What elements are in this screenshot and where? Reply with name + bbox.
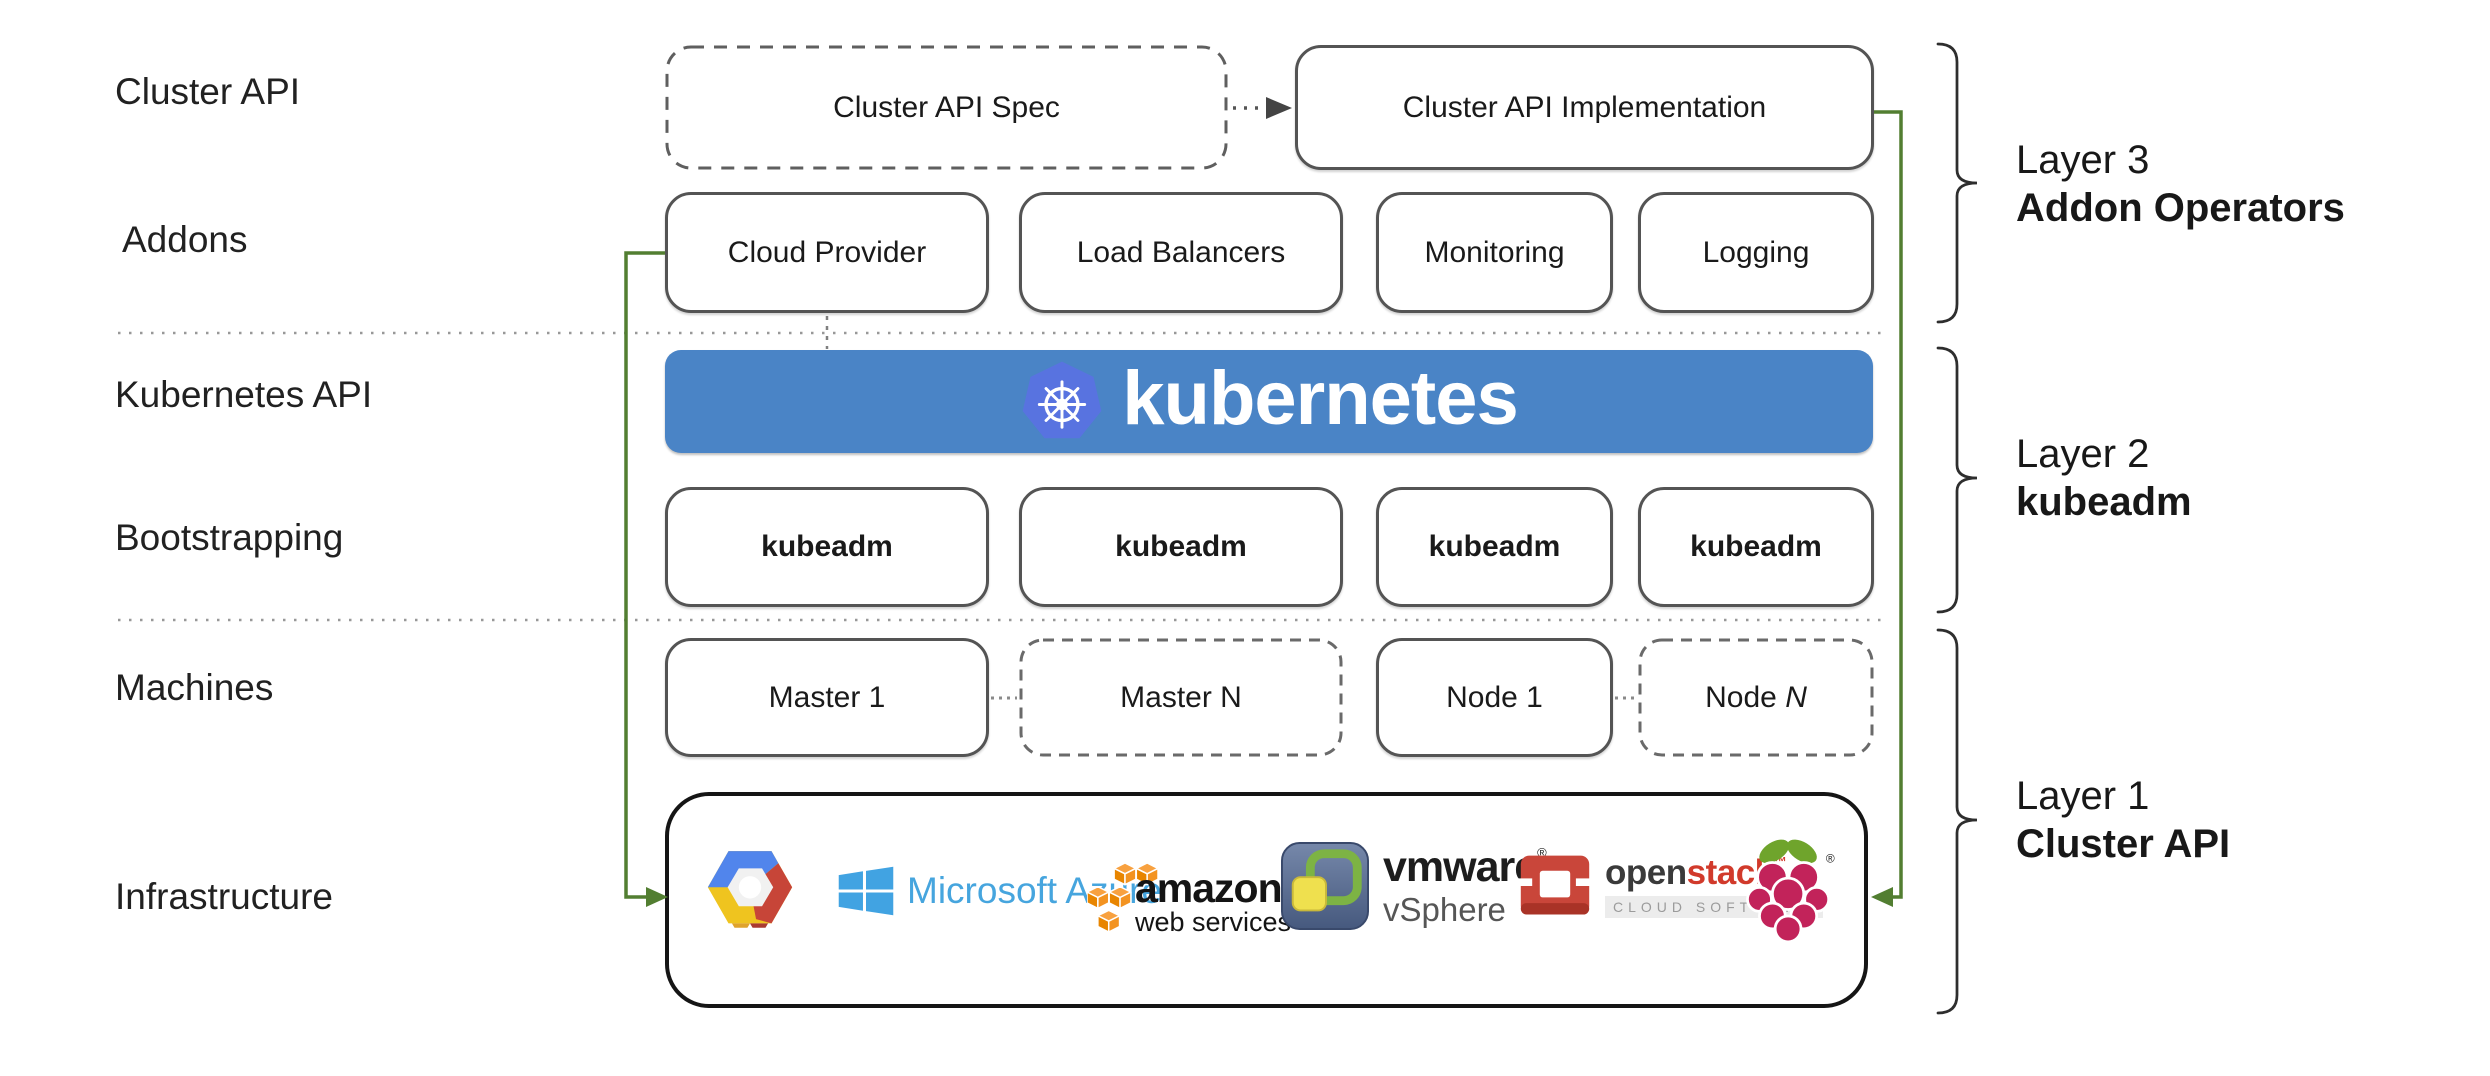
addon-label: Cloud Provider — [727, 235, 927, 269]
gcp-logo — [707, 840, 793, 938]
addon-box-cloud-provider: Cloud Provider — [665, 192, 989, 313]
addon-box-monitoring: Monitoring — [1376, 192, 1613, 313]
raspberry-pi-icon: ® — [1746, 839, 1835, 944]
machine-box-node-1: Node 1 — [1376, 638, 1613, 757]
layer-3-bracket — [1936, 42, 1978, 324]
row-label-bootstrapping: Bootstrapping — [115, 517, 344, 558]
layer-3-line1: Layer 3 — [2016, 138, 2150, 182]
layer-1-label: Layer 1 Cluster API — [2016, 772, 2230, 868]
aws-logo: amazon web services — [1087, 860, 1291, 936]
rpi-reg: ® — [1826, 851, 1835, 865]
green-connector-right — [1874, 110, 1903, 899]
kubernetes-banner: kubernetes — [665, 350, 1873, 453]
kubeadm-box-1: kubeadm — [665, 487, 989, 607]
addon-box-load-balancers: Load Balancers — [1019, 192, 1343, 313]
vmware-reg: ® — [1537, 845, 1547, 860]
node-n-prefix: Node — [1705, 680, 1786, 714]
vmware-label: vmware — [1383, 843, 1538, 891]
green-arrowhead-right — [1871, 887, 1893, 907]
green-connector-left — [624, 251, 665, 899]
layer-3-label: Layer 3 Addon Operators — [2016, 136, 2345, 232]
azure-flag-icon — [838, 866, 894, 916]
kubeadm-label: kubeadm — [1115, 530, 1247, 563]
vmware-vsphere-icon — [1281, 842, 1369, 930]
row-label-cluster-api: Cluster API — [115, 71, 301, 112]
node-n-letter: N — [1785, 680, 1807, 714]
layer-2-line1: Layer 2 — [2016, 432, 2150, 476]
vmware-sub-label: vSphere — [1383, 891, 1506, 928]
kubeadm-box-4: kubeadm — [1638, 487, 1874, 607]
layer-2-label: Layer 2 kubeadm — [2016, 430, 2192, 526]
raspberry-pi-logo: ® — [1741, 830, 1837, 954]
gcp-icon — [707, 851, 793, 928]
openstack-logo: openstack™ CLOUD SOFTWARE — [1517, 848, 1823, 924]
row-label-kubernetes-api: Kubernetes API — [115, 374, 373, 415]
layer-2-line2: kubeadm — [2016, 480, 2192, 524]
cluster-api-implementation-label: Cluster API Implementation — [1402, 90, 1767, 124]
amazon-sub-label: web services — [1135, 906, 1292, 937]
addon-label: Logging — [1702, 235, 1810, 269]
kubernetes-logo-icon — [1022, 361, 1102, 438]
machine-label: Master N — [1120, 680, 1242, 714]
cluster-api-spec-label: Cluster API Spec — [833, 90, 1060, 124]
amazon-label: amazon — [1135, 865, 1283, 911]
cluster-api-spec-box: Cluster API Spec — [665, 45, 1228, 170]
addon-box-logging: Logging — [1638, 192, 1874, 313]
addon-label: Load Balancers — [1076, 235, 1286, 269]
layer-1-line1: Layer 1 — [2016, 774, 2150, 818]
row-label-infrastructure: Infrastructure — [115, 876, 333, 917]
dashed-border — [1638, 638, 1874, 757]
machine-box-master-n: Master N — [1019, 638, 1343, 757]
layer-1-line2: Cluster API — [2016, 822, 2231, 866]
dashed-border — [665, 45, 1228, 170]
machine-label: Node 1 — [1446, 680, 1543, 714]
infrastructure-box: Microsoft Azure amazon web services — [665, 792, 1868, 1008]
layer-1-bracket — [1936, 628, 1978, 1015]
openstack-icon — [1517, 855, 1593, 915]
kubeadm-label: kubeadm — [1428, 530, 1561, 563]
addon-label: Monitoring — [1424, 235, 1565, 269]
openstack-open-label: open — [1605, 852, 1687, 892]
kubeadm-box-3: kubeadm — [1376, 487, 1613, 607]
dashed-border — [1019, 638, 1343, 757]
kubeadm-label: kubeadm — [761, 530, 893, 563]
row-label-machines: Machines — [115, 667, 274, 708]
kubeadm-label: kubeadm — [1690, 530, 1822, 563]
layer-2-bracket — [1936, 346, 1978, 614]
kubeadm-box-2: kubeadm — [1019, 487, 1343, 607]
vmware-logo: vmware® vSphere — [1281, 842, 1547, 930]
spec-to-impl-arrowhead — [1266, 97, 1292, 119]
kubernetes-wordmark: kubernetes — [1122, 355, 1518, 441]
machine-label: Master 1 — [768, 680, 886, 714]
row-label-addons: Addons — [122, 219, 248, 260]
cluster-api-implementation-box: Cluster API Implementation — [1295, 45, 1874, 170]
layer-3-line2: Addon Operators — [2016, 186, 2345, 230]
machine-box-master-1: Master 1 — [665, 638, 989, 757]
machine-box-node-n: Node N — [1638, 638, 1874, 757]
machine-label: Node N — [1705, 681, 1807, 715]
